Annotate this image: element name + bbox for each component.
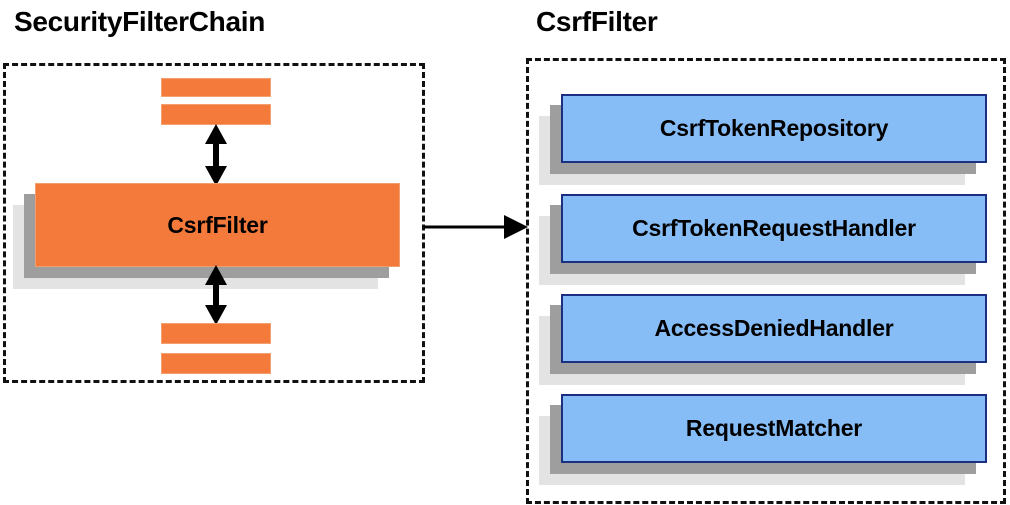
node-csrftokenrequesthandler-face[interactable]: CsrfTokenRequestHandler <box>561 194 987 263</box>
node-csrffilter-label: CsrfFilter <box>167 211 268 238</box>
node-csrftokenrepository[interactable]: CsrfTokenRepository <box>539 94 987 185</box>
filter-slot-3 <box>161 323 271 344</box>
node-csrftokenrepository-face[interactable]: CsrfTokenRepository <box>561 94 987 163</box>
bidirectional-arrow-below-csrffilter <box>205 265 227 325</box>
securityfilterchain-group-box <box>3 63 425 383</box>
filter-slot-2 <box>161 104 271 125</box>
node-csrftokenrequesthandler-label: CsrfTokenRequestHandler <box>632 215 916 241</box>
node-requestmatcher-face[interactable]: RequestMatcher <box>561 394 987 463</box>
node-accessdeniedhandler-face[interactable]: AccessDeniedHandler <box>561 294 987 363</box>
node-csrffilter-face[interactable]: CsrfFilter <box>35 183 400 267</box>
panel-title-securityfilterchain: SecurityFilterChain <box>14 6 266 37</box>
panel-title-csrffilter: CsrfFilter <box>536 6 658 37</box>
node-requestmatcher-label: RequestMatcher <box>685 415 863 441</box>
node-requestmatcher[interactable]: RequestMatcher <box>539 394 987 485</box>
node-csrffilter[interactable]: CsrfFilter <box>13 183 400 289</box>
node-accessdeniedhandler-label: AccessDeniedHandler <box>654 315 894 341</box>
node-csrftokenrequesthandler[interactable]: CsrfTokenRequestHandler <box>539 194 987 285</box>
csrffilter-group-box <box>526 58 1006 504</box>
node-csrftokenrepository-label: CsrfTokenRepository <box>659 115 889 141</box>
filter-slot-1 <box>161 78 271 97</box>
node-accessdeniedhandler[interactable]: AccessDeniedHandler <box>539 294 987 385</box>
bidirectional-arrow-above-csrffilter <box>205 124 227 186</box>
filter-slot-4 <box>161 353 271 374</box>
csrffilter-expansion-arrow <box>424 215 528 239</box>
